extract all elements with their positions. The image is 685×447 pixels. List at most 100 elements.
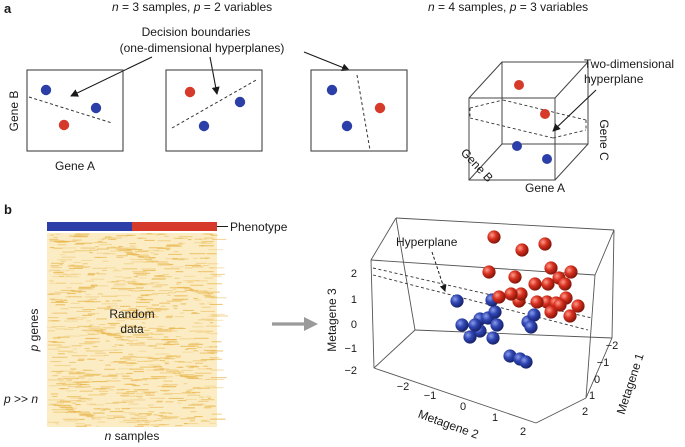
scatter-box-3 <box>310 69 408 152</box>
heatmap-streak <box>60 308 69 310</box>
heatmap-streak <box>77 291 82 293</box>
heatmap-streak <box>121 309 137 311</box>
heatmap-streak <box>192 386 200 388</box>
heatmap-streak <box>128 277 132 279</box>
heatmap-streak <box>47 330 55 332</box>
heatmap-streak <box>184 398 197 400</box>
header-3d-n-rest: = 4 samples, <box>435 0 510 14</box>
heatmap-streak <box>107 322 120 324</box>
heatmap-streak <box>66 379 73 381</box>
heatmap-streak <box>75 423 85 425</box>
heatmap-streak <box>64 420 78 422</box>
red-sphere <box>482 265 496 279</box>
heatmap-streak <box>164 235 169 237</box>
heatmap-streak <box>208 288 213 290</box>
heatmap-streak <box>106 247 121 249</box>
heatmap-streak <box>180 345 195 347</box>
p-gg-n-p: p <box>3 392 11 406</box>
heatmap-streak <box>110 250 121 252</box>
heatmap-streak <box>136 298 145 300</box>
heatmap-streak <box>173 343 180 345</box>
heatmap-streak <box>185 377 199 379</box>
heatmap-streak <box>121 375 130 377</box>
hyperplane-3d-label: Hyperplane <box>396 235 458 249</box>
heatmap-streak <box>54 291 72 293</box>
heatmap-streak <box>69 307 84 309</box>
heatmap-streak <box>116 256 124 258</box>
heatmap-streak <box>57 378 63 380</box>
heatmap-streak <box>71 345 82 347</box>
heatmap-streak <box>144 422 150 424</box>
heatmap-streak <box>75 404 81 406</box>
heatmap-streak <box>120 395 137 397</box>
heatmap-streak <box>176 281 182 283</box>
heatmap-streak <box>126 249 143 251</box>
blue-sphere <box>490 318 504 332</box>
heatmap-streak <box>163 329 169 331</box>
heatmap-streak <box>189 420 195 422</box>
n-samples-label: n samples <box>105 429 160 443</box>
metagene3-tick: 2 <box>351 268 357 280</box>
heatmap-streak <box>195 342 200 344</box>
heatmap-streak <box>121 388 130 390</box>
heatmap-streak <box>131 312 146 314</box>
heatmap-streak <box>50 298 56 300</box>
blue-sphere <box>463 330 477 344</box>
heatmap-streak <box>137 419 149 421</box>
heatmap-streak <box>211 341 222 343</box>
heatmap-streak <box>200 399 215 401</box>
heatmap-streak <box>111 246 116 248</box>
blue-sphere <box>468 318 482 332</box>
heatmap-streak <box>61 240 77 242</box>
metagene1-tick: 2 <box>582 406 588 418</box>
heatmap-streak <box>201 294 211 296</box>
heatmap-streak <box>147 357 161 359</box>
heatmap-streak <box>172 305 178 307</box>
heatmap-streak <box>201 419 208 421</box>
heatmap-streak <box>175 271 184 273</box>
heatmap-streak <box>72 400 82 402</box>
heatmap-streak <box>210 358 223 360</box>
heatmap-streak <box>80 381 92 383</box>
heatmap-streak <box>118 289 128 291</box>
heatmap-streak <box>87 313 96 315</box>
heatmap-streak <box>62 251 75 253</box>
heatmap-streak <box>200 310 215 312</box>
panel-b-label: b <box>4 202 12 217</box>
heatmap-streak <box>73 236 88 238</box>
heatmap-streak <box>101 238 106 240</box>
heatmap-streak <box>143 258 152 260</box>
heatmap-streak <box>200 242 213 244</box>
heatmap-streak <box>75 240 80 242</box>
heatmap-streak <box>131 279 136 281</box>
heatmap-streak <box>48 379 65 381</box>
heatmap-streak <box>50 393 59 395</box>
heatmap-streak <box>211 413 222 415</box>
heatmap-streak <box>85 331 103 333</box>
heatmap-streak <box>134 425 144 427</box>
heatmap-streak <box>89 249 99 251</box>
heatmap-streak <box>114 269 120 271</box>
red-sphere <box>553 298 567 312</box>
metagene2-label: Metagene 2 <box>416 407 481 442</box>
heatmap-streak <box>81 329 98 331</box>
heatmap-streak <box>78 358 86 360</box>
heatmap-streak <box>106 415 124 417</box>
heatmap-streak <box>156 400 163 402</box>
heatmap-streak <box>204 277 214 279</box>
heatmap-streak <box>196 262 208 264</box>
heatmap-streak <box>105 364 111 366</box>
heatmap-streak <box>78 286 95 288</box>
heatmap-streak <box>118 410 124 412</box>
heatmap-streak <box>128 353 134 355</box>
heatmap-streak <box>113 285 125 287</box>
heatmap-streak <box>90 284 98 286</box>
heatmap-streak <box>90 328 103 330</box>
heatmap-streak <box>134 251 149 253</box>
heatmap-streak <box>66 293 76 295</box>
heatmap-streak <box>142 342 146 344</box>
heatmap-streak <box>139 366 157 368</box>
heatmap-streak <box>65 412 76 414</box>
heatmap-streak <box>191 266 204 268</box>
heatmap-streak <box>165 342 170 344</box>
